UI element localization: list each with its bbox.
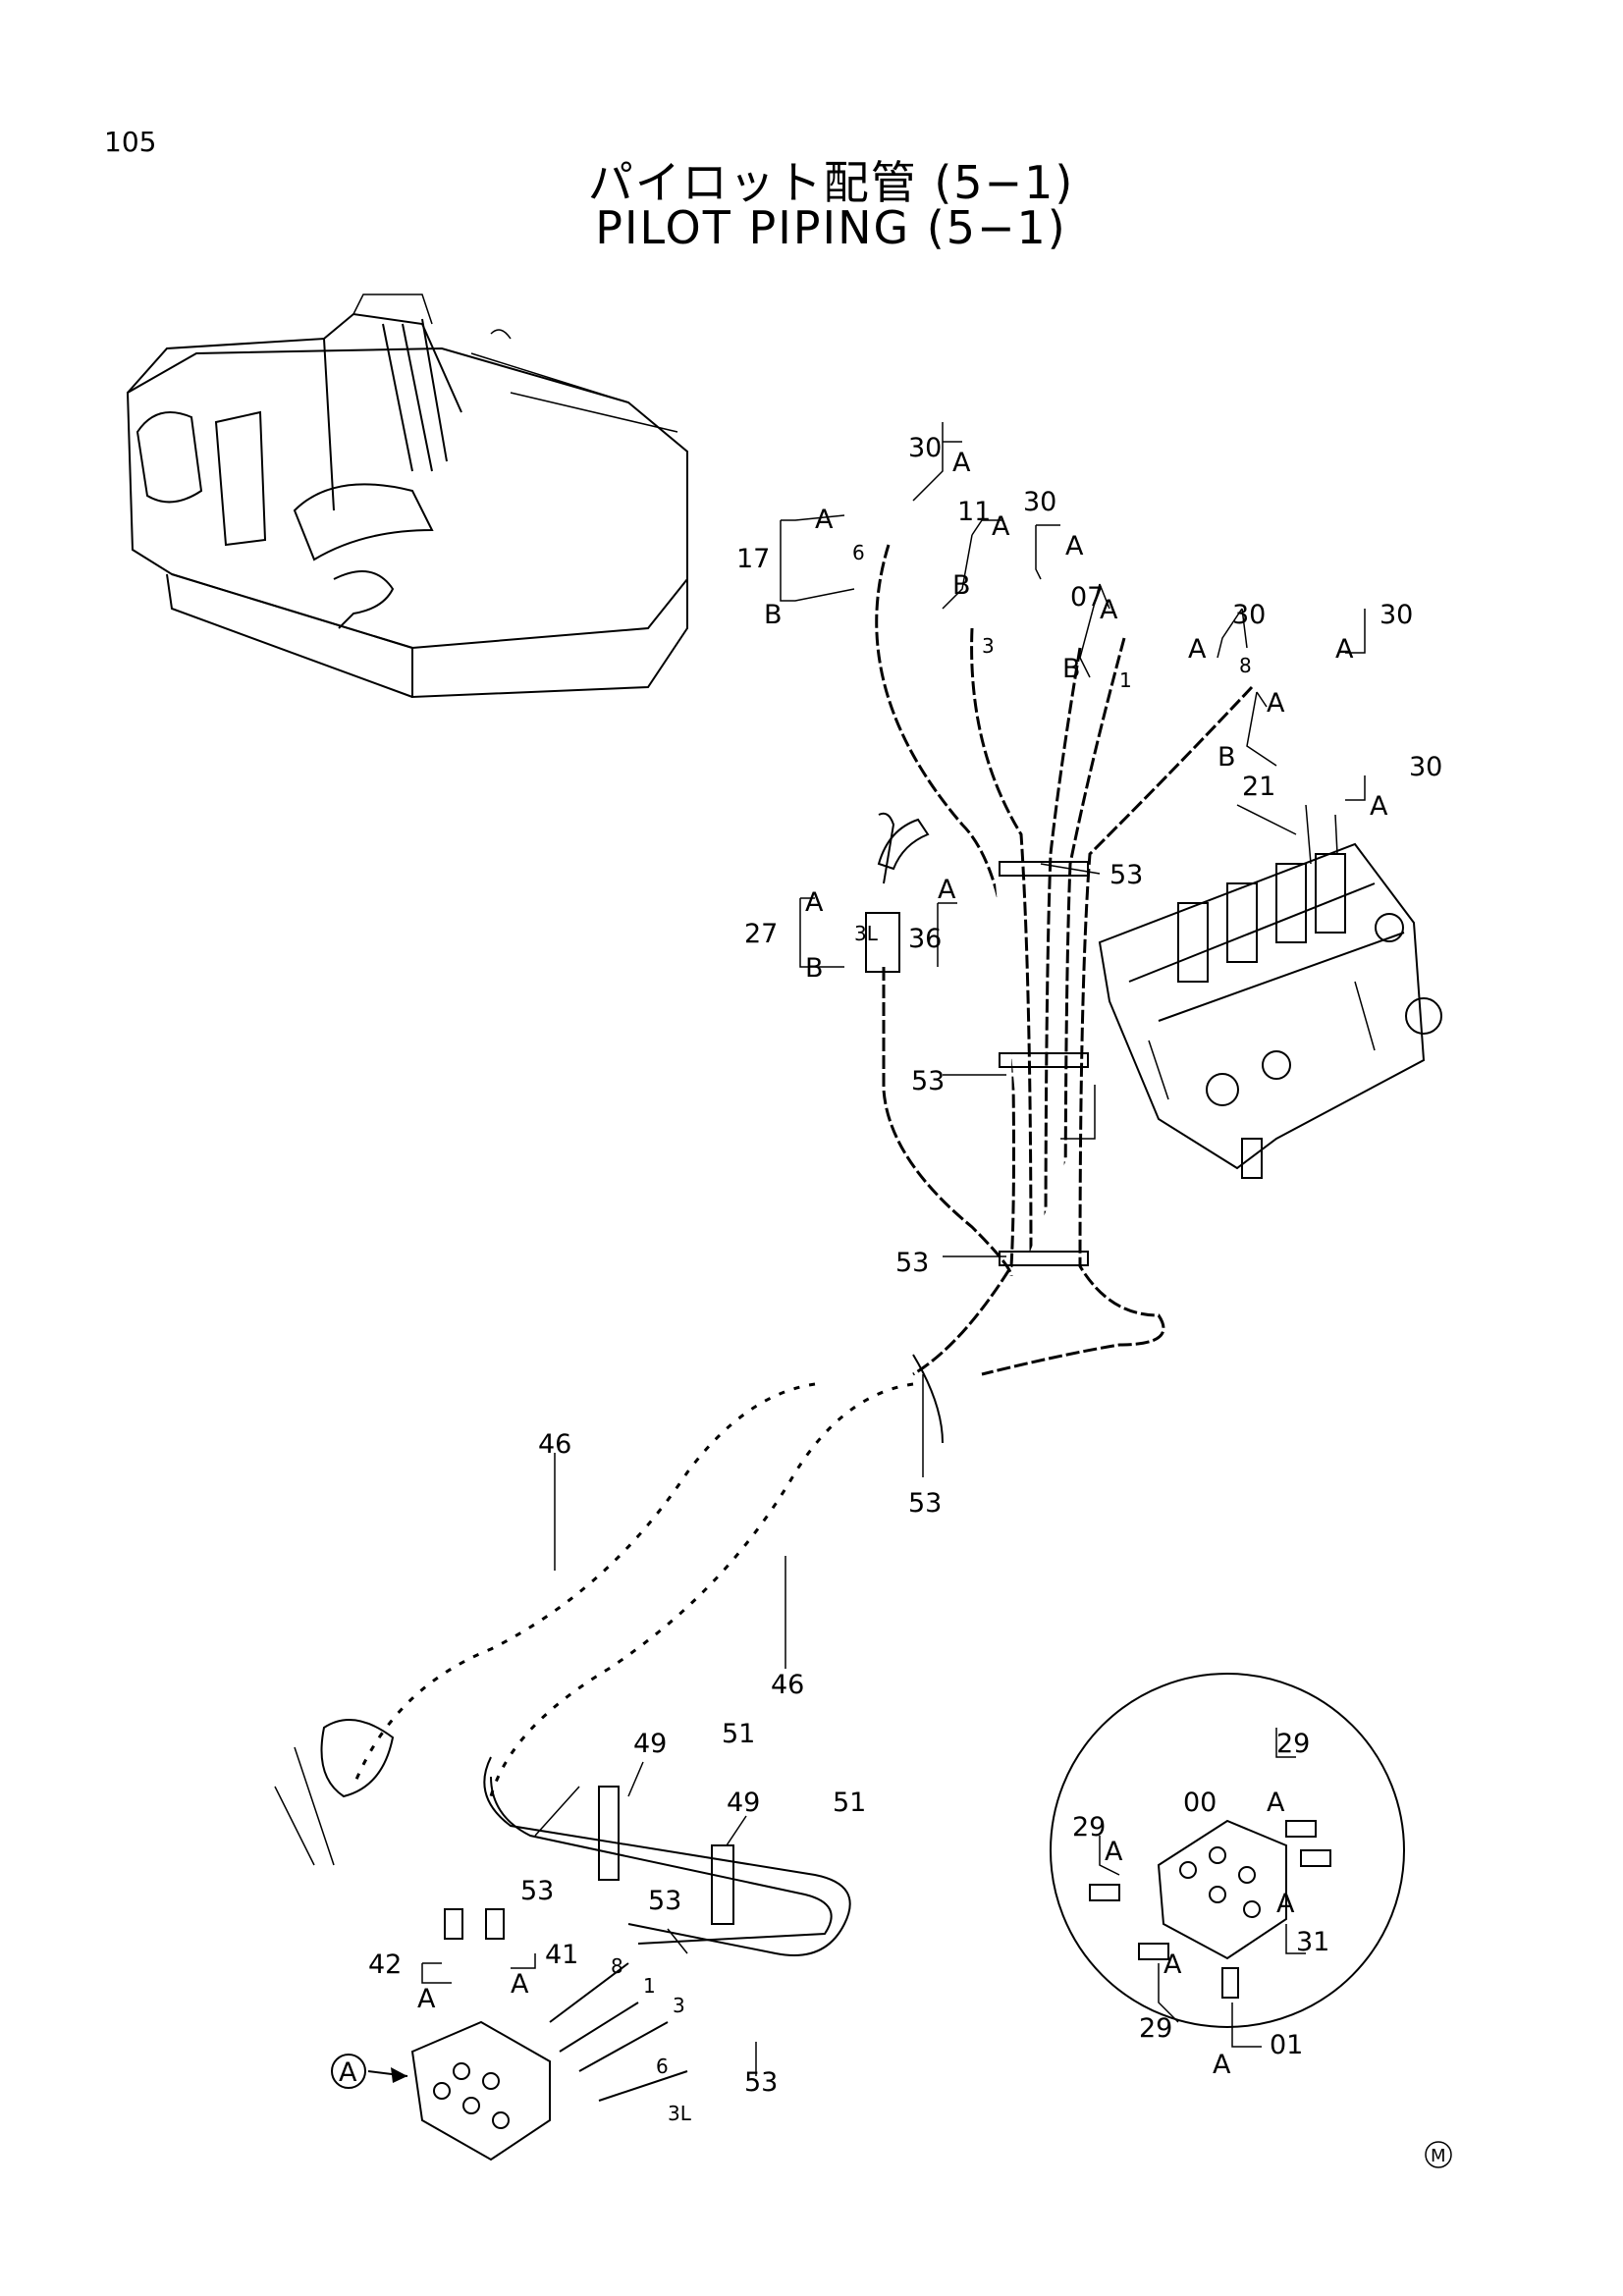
detail-reference-marker: A	[331, 2054, 366, 2089]
letter-b: B	[1062, 654, 1081, 684]
letter-b: B	[764, 600, 783, 630]
letter-a: A	[1267, 688, 1285, 719]
callout-11: 11	[957, 497, 991, 527]
callout-17: 17	[736, 544, 770, 574]
maker-mark: M	[1425, 2141, 1452, 2168]
svg-text:M: M	[1431, 2146, 1446, 2166]
callout-53: 53	[520, 1876, 554, 1906]
pilot-valve-block	[410, 1908, 551, 2162]
letter-a: A	[511, 1969, 529, 2000]
callout-36: 36	[908, 924, 942, 954]
letter-a: A	[938, 875, 956, 905]
callout-51: 51	[722, 1719, 755, 1749]
callout-46: 46	[538, 1429, 571, 1460]
hose-mark-1: 1	[1119, 668, 1132, 692]
letter-a: A	[1335, 634, 1354, 665]
callout-41: 41	[545, 1940, 578, 1970]
callout-30: 30	[1232, 600, 1266, 630]
svg-text:A: A	[339, 2057, 357, 2088]
letter-a: A	[805, 887, 824, 918]
letter-b: B	[952, 570, 971, 601]
callout-46: 46	[771, 1670, 804, 1700]
control-valve-illustration	[1098, 804, 1442, 1179]
callout-30: 30	[1380, 600, 1413, 630]
letter-a: A	[1267, 1788, 1285, 1818]
lower-hose-loop	[483, 1756, 851, 2102]
callout-29: 29	[1139, 2013, 1172, 2044]
letter-a: A	[1100, 595, 1118, 625]
callout-53: 53	[744, 2067, 778, 2098]
hose-mark-6: 6	[852, 541, 865, 564]
letter-a: A	[1188, 634, 1207, 665]
title-japanese: パイロット配管 (5−1)	[587, 156, 1075, 209]
callout-00: 00	[1183, 1788, 1217, 1818]
coiled-hose-right	[489, 1382, 914, 1797]
callout-01: 01	[1270, 2030, 1303, 2060]
letter-a: A	[1163, 1949, 1182, 1980]
hose-mark-6: 6	[656, 2055, 669, 2078]
hose-27-fitting	[878, 812, 895, 884]
letter-a: A	[1105, 1837, 1123, 1867]
letter-a: A	[815, 505, 834, 535]
excavator-overview-illustration	[126, 294, 688, 699]
callout-labels: 30 A 30 A 30 30 A A 30 A 17 A B 11 A B 0…	[368, 433, 1442, 2098]
callout-29: 29	[1072, 1812, 1106, 1842]
callout-27: 27	[744, 919, 778, 949]
hose-mark-3l: 3L	[854, 922, 879, 945]
hose-mark-3: 3	[673, 1994, 685, 2017]
hose-mark-8: 8	[611, 1954, 623, 1978]
letter-a: A	[1276, 1889, 1295, 1919]
leader-lines	[367, 422, 1366, 2083]
callout-42: 42	[368, 1949, 402, 1980]
callout-30: 30	[1409, 752, 1442, 782]
callout-53: 53	[895, 1248, 929, 1278]
hose-mark-8: 8	[1239, 654, 1252, 677]
letter-a: A	[417, 1984, 436, 2014]
hose-marks: 6 3 1 8 3L 8 1 3 6 3L	[611, 541, 1252, 2125]
callout-49: 49	[727, 1788, 760, 1818]
letter-b: B	[1217, 742, 1236, 773]
hose-mark-3: 3	[982, 634, 995, 658]
page-number: 105	[104, 126, 157, 158]
letter-b: B	[805, 953, 824, 984]
letter-a: A	[1065, 531, 1084, 561]
coiled-hose-left	[320, 1382, 816, 1798]
hose-mark-3l: 3L	[668, 2102, 692, 2125]
callout-53: 53	[908, 1488, 942, 1519]
callout-30: 30	[1023, 487, 1056, 517]
callout-53: 53	[911, 1066, 945, 1096]
callout-53: 53	[648, 1886, 681, 1916]
callout-49: 49	[633, 1729, 667, 1759]
title-english: PILOT PIPING (5−1)	[595, 201, 1067, 254]
callout-21: 21	[1242, 772, 1275, 802]
letter-a: A	[952, 448, 971, 478]
callout-07: 07	[1070, 582, 1104, 613]
callout-30: 30	[908, 433, 942, 463]
callout-31: 31	[1296, 1927, 1329, 1957]
letter-a: A	[1370, 791, 1388, 822]
detail-view-a	[1050, 1673, 1405, 2028]
callout-51: 51	[833, 1788, 866, 1818]
detail-a-label: A	[1213, 2050, 1231, 2080]
callout-53: 53	[1109, 860, 1143, 890]
hose-ends	[274, 1746, 335, 1866]
callout-29: 29	[1276, 1729, 1310, 1759]
hose-mark-1: 1	[643, 1974, 656, 1998]
letter-a: A	[992, 511, 1010, 542]
pilot-hose-bundle	[865, 544, 1254, 1444]
